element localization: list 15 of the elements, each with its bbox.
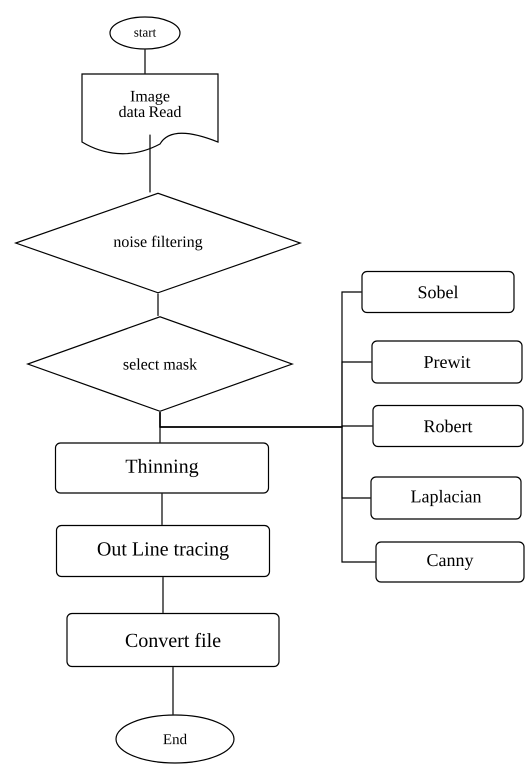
connector-line <box>144 50 146 74</box>
process-box: Sobel <box>361 270 515 314</box>
connector-line <box>162 577 164 613</box>
process-box: Out Line tracing <box>56 524 270 578</box>
process-box: Laplacian <box>370 476 522 520</box>
process-box: Prewit <box>371 340 523 384</box>
process-box: Thinning <box>54 442 270 494</box>
connector-line <box>149 134 151 192</box>
connector-line <box>157 294 159 316</box>
connector-line <box>172 667 174 714</box>
process-box: Convert file <box>66 612 280 668</box>
process-box: Canny <box>375 541 525 583</box>
connector-line <box>159 412 376 563</box>
connector-line <box>161 494 163 525</box>
process-box: Robert <box>372 404 524 448</box>
